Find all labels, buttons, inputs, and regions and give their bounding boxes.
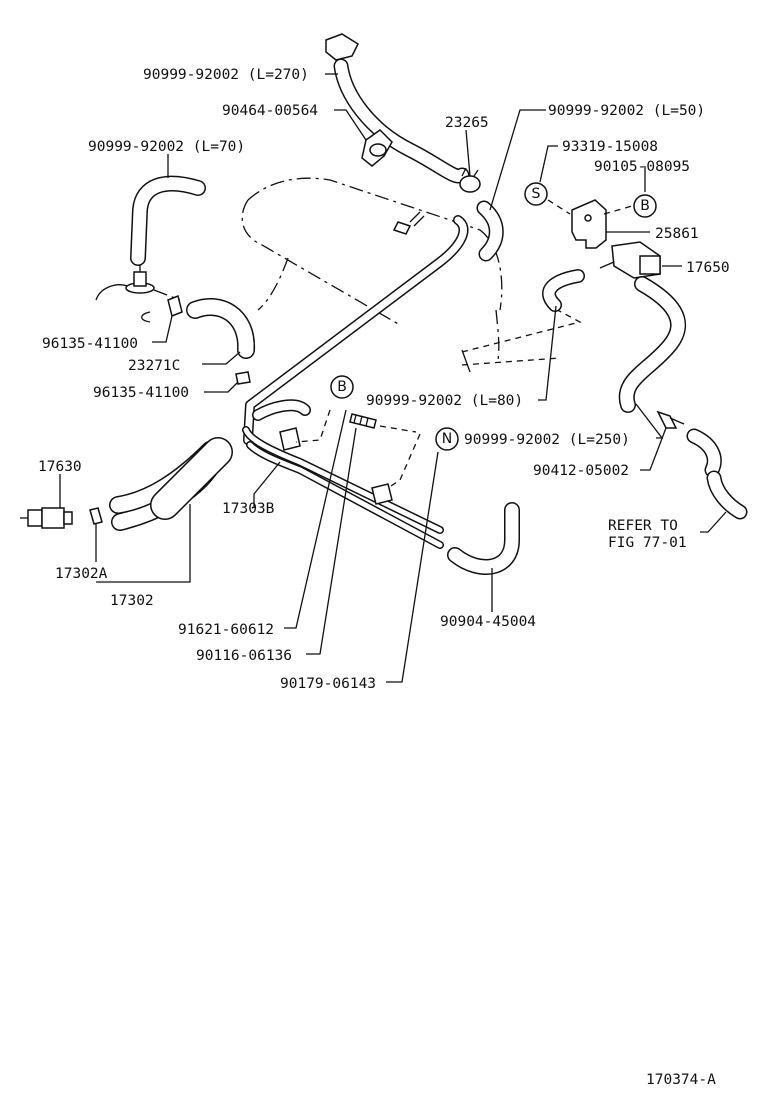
label-stud-91621: 91621-60612 [178, 622, 274, 638]
bracket-25861 [571, 199, 607, 249]
clip-17302a [89, 507, 103, 525]
hose-23271c [186, 297, 256, 359]
label-hose-l270: 90999-92002 (L=270) [143, 67, 309, 83]
clip-90412 [656, 410, 685, 429]
label-hose-90904: 90904-45004 [440, 614, 536, 630]
label-refer-line1: REFER TO [608, 518, 678, 534]
part-labels: 90999-92002 (L=270) 90464-00564 23265 90… [38, 67, 730, 1088]
label-clip-17302a: 17302A [55, 566, 108, 582]
valve-17630 [20, 507, 73, 529]
label-hose-23271c: 23271C [128, 358, 180, 374]
label-valve-17630: 17630 [38, 459, 82, 475]
marker-b-top-text: B [640, 198, 650, 214]
label-hose-l250: 90999-92002 (L=250) [464, 432, 630, 448]
marker-s-text: S [532, 186, 541, 202]
pipe-17303b [242, 399, 444, 549]
label-figure-id: 170374-A [646, 1072, 716, 1088]
label-pipe-17303b: 17303B [222, 501, 275, 517]
marker-b-mid-text: B [337, 379, 347, 395]
pipe-main-vertical [243, 211, 469, 445]
marker-n-text: N [442, 431, 452, 447]
label-bolt-90179: 90179-06143 [280, 676, 376, 692]
label-bracket-25861: 25861 [655, 226, 699, 242]
clamp-96135-upper [141, 294, 183, 323]
marker-b-top: B [633, 194, 657, 218]
hose-refer [686, 428, 748, 520]
label-bolt-93319: 93319-15008 [562, 139, 658, 155]
clip-90464 [361, 129, 393, 167]
vsv-17650 [599, 241, 661, 279]
pipe-17302 [109, 437, 233, 531]
clamp-96135-lower [235, 371, 251, 385]
hose-90904 [447, 502, 520, 575]
label-nut-90105: 90105-08095 [594, 159, 690, 175]
label-pipe-17302: 17302 [110, 593, 154, 609]
label-hose-l80: 90999-92002 (L=80) [366, 393, 523, 409]
marker-b-mid: B [330, 375, 354, 399]
label-clip-90412: 90412-05002 [533, 463, 629, 479]
engine-outline [241, 177, 582, 373]
leader-lines [59, 73, 727, 683]
label-hose-l70: 90999-92002 (L=70) [88, 139, 245, 155]
label-vsv-17650: 17650 [686, 260, 730, 276]
vacuum-fitting [95, 264, 181, 301]
label-valve-23265: 23265 [445, 115, 489, 131]
stud-91621 [349, 413, 377, 429]
label-clip-90464: 90464-00564 [222, 103, 318, 119]
hose-l250 [618, 276, 687, 413]
fastener-dash-lines [295, 199, 633, 489]
hose-l70 [130, 175, 206, 266]
label-bolt-90116: 90116-06136 [196, 648, 292, 664]
label-hose-l50: 90999-92002 (L=50) [548, 103, 705, 119]
label-clamp-96135-lower: 96135-41100 [93, 385, 189, 401]
hose-l270 [325, 33, 470, 184]
label-refer-line2: FIG 77-01 [608, 535, 687, 551]
label-clamp-96135-upper: 96135-41100 [42, 336, 138, 352]
hose-l80 [542, 269, 585, 312]
marker-n: N [435, 427, 459, 451]
marker-s: S [524, 182, 548, 206]
hose-l50 [476, 200, 504, 262]
